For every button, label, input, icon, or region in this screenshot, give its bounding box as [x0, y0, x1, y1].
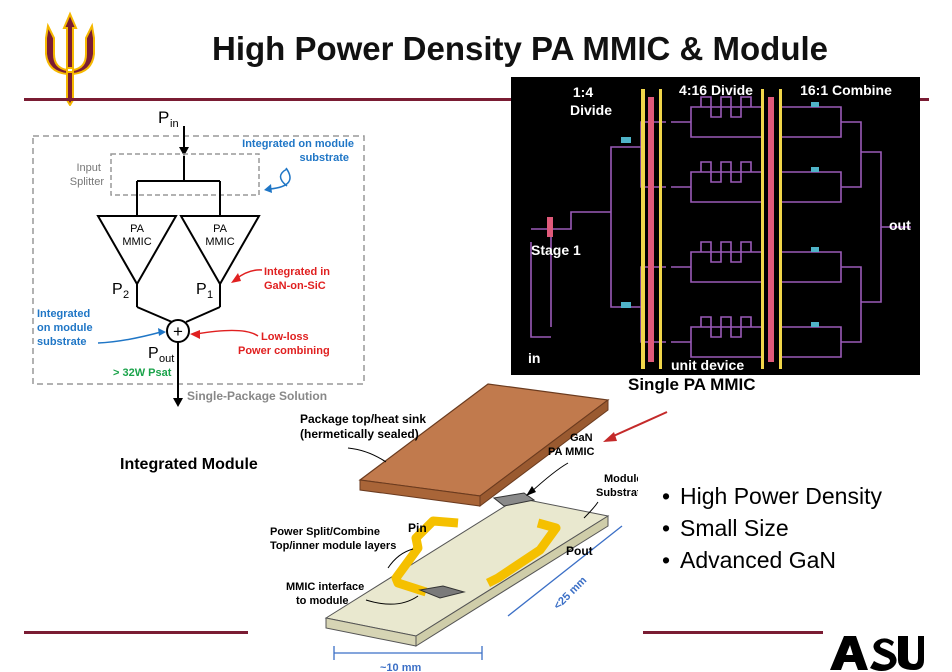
divide-4-16-label: 4:16 Divide [679, 82, 753, 98]
dim-25-label: <25 mm [552, 574, 590, 612]
footer-rule-left [24, 631, 248, 634]
pin-label: P [158, 108, 169, 127]
psat-label: > 32W Psat [113, 367, 172, 379]
bullet-list: •High Power Density •Small Size •Advance… [662, 480, 882, 576]
p1-sub: 1 [207, 289, 213, 301]
pout-sub: out [159, 353, 174, 365]
package-box [32, 135, 365, 385]
input-splitter-line2: Splitter [70, 176, 105, 188]
header-rule-left [24, 98, 512, 101]
p2-label: P [112, 281, 123, 298]
substrate-top [324, 497, 610, 637]
footer-rule-right [643, 631, 823, 634]
out-label: out [889, 217, 911, 233]
combine-16-1-label: 16:1 Combine [800, 82, 892, 98]
bullet-item: •Advanced GaN [662, 547, 836, 573]
pout-label: P [148, 345, 159, 362]
bullet-item: •Small Size [662, 515, 789, 541]
page-title: High Power Density PA MMIC & Module [211, 30, 829, 67]
input-splitter-label: Input Splitter [70, 162, 105, 188]
single-package-label: Single-Package Solution [187, 389, 327, 403]
arrow-icon [603, 411, 668, 442]
integrated-module-label: Integrated Module [120, 456, 258, 473]
bullet-item: •High Power Density [662, 483, 882, 509]
mmic-chip-upper [492, 492, 536, 507]
package-top-label: Package top/heat sink(hermetically seale… [300, 412, 426, 441]
in-label: in [528, 350, 540, 366]
single-pa-mmic-caption: Single PA MMIC [628, 375, 756, 394]
pitchfork-icon [45, 11, 95, 106]
gold-traces [391, 516, 561, 597]
dim-10-label: ~10 mm [380, 662, 421, 672]
pin-module-label: Pin [408, 521, 427, 535]
unit-device-label: unit device [671, 357, 744, 373]
pa-mmic-left [96, 215, 178, 287]
bullet-text: Advanced GaN [680, 547, 836, 573]
stage1-label: Stage 1 [531, 242, 581, 258]
pin-sub: in [170, 118, 179, 130]
module-drawing: ~10 mm <25 mm Package top/heat sink(herm… [270, 383, 638, 672]
mmic-chip-lower [418, 585, 466, 599]
bullet-text: Small Size [680, 515, 789, 541]
p2-sub: 2 [123, 289, 129, 301]
pa-mmic-right [179, 215, 261, 287]
asu-logo [830, 636, 924, 671]
pout-module-label: Pout [566, 544, 593, 558]
splitter-box [110, 153, 260, 196]
input-splitter-line1: Input [76, 162, 100, 174]
bullet-text: High Power Density [680, 483, 882, 509]
module-substrate-label: ModuleSubstrate [596, 473, 638, 499]
combiner-symbol: + [173, 322, 183, 341]
p1-label: P [196, 281, 207, 298]
